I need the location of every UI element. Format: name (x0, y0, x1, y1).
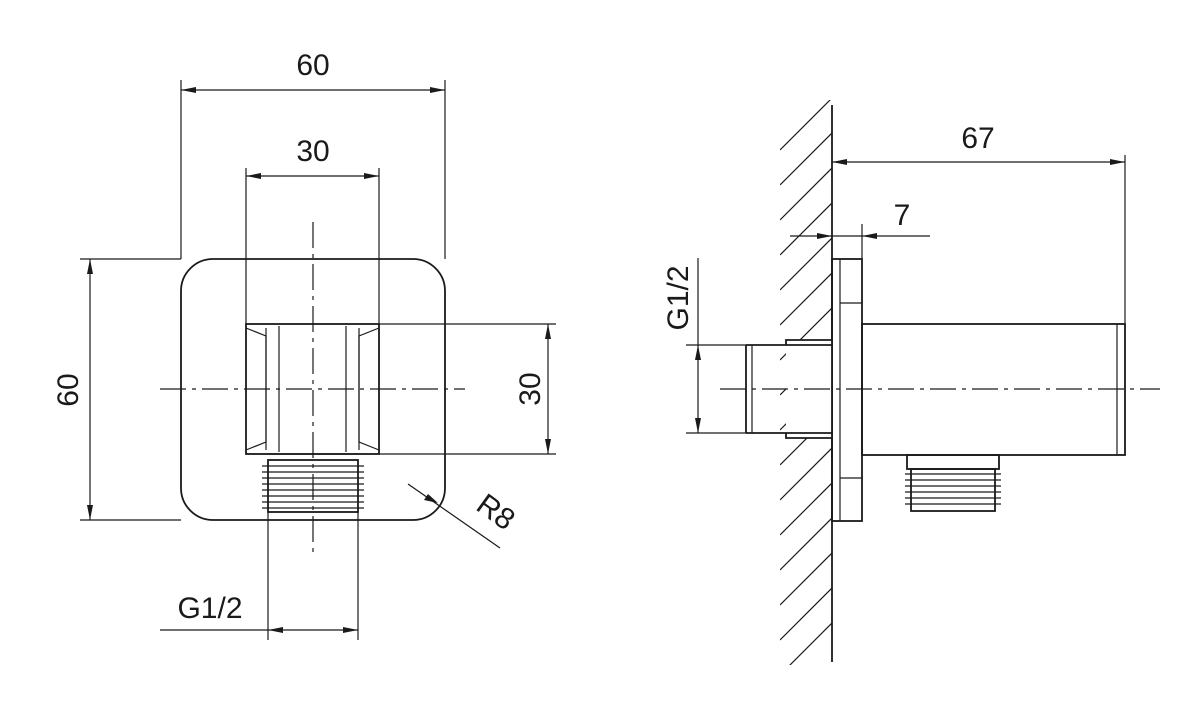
side-view: 67 7 G1/2 (662, 100, 1160, 665)
side-inlet-pipe (745, 339, 832, 439)
front-outlet-width-label: 30 (296, 135, 329, 168)
front-outlet-height-label: 30 (514, 372, 547, 405)
side-flange (831, 258, 863, 522)
side-thread-label: G1/2 (662, 265, 695, 330)
front-view: 60 30 60 30 R8 G1/2 (52, 49, 556, 640)
corner-radius-label: R8 (470, 488, 520, 537)
flange-thickness-label: 7 (894, 199, 911, 232)
front-width-label: 60 (296, 49, 329, 82)
front-thread-label: G1/2 (177, 592, 242, 625)
side-thread (905, 454, 1001, 512)
front-height-label: 60 (52, 373, 85, 406)
side-depth-label: 67 (961, 122, 994, 155)
